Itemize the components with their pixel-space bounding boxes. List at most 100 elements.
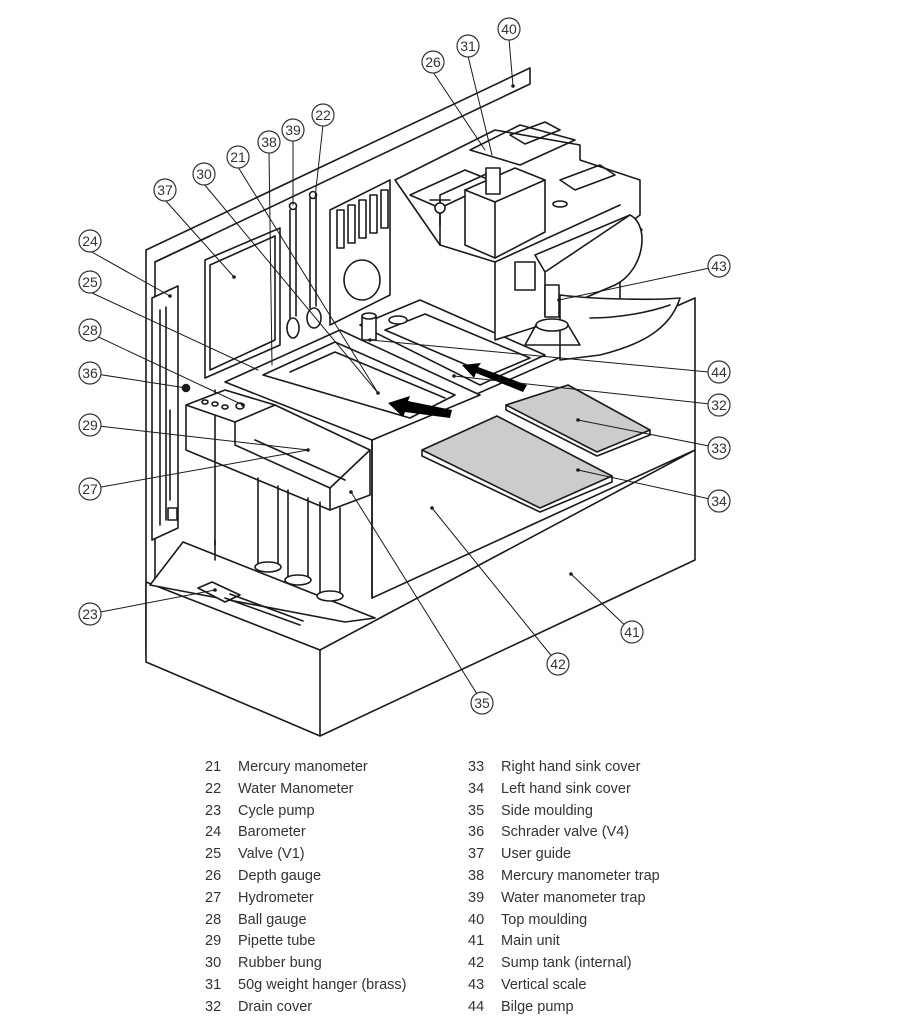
legend-item: 43 Vertical scale [468, 975, 728, 997]
legend-item: 31 50g weight hanger (brass) [205, 975, 465, 997]
side-moulding-box [185, 389, 371, 511]
legend-number: 30 [205, 955, 222, 972]
legend-item: 30 Rubber bung [205, 953, 465, 975]
legend-number: 38 [468, 867, 485, 884]
legend-item: 41 Main unit [468, 931, 728, 953]
callout-37: 37 [157, 182, 173, 198]
legend-label: Side moulding [501, 802, 593, 819]
callout-29: 29 [82, 417, 98, 433]
apparatus-drawing: 21 22 23 24 25 26 27 28 29 30 31 32 33 3… [78, 17, 731, 737]
legend-number: 27 [205, 889, 222, 906]
leader-lines [89, 38, 720, 703]
legend-item: 27 Hydrometer [205, 888, 465, 910]
legend-column-left: 21 Mercury manometer 22 Water Manometer 23… [205, 757, 465, 1019]
tube-rack [329, 179, 391, 326]
legend-item: 26 Depth gauge [205, 866, 465, 888]
callout-39: 39 [285, 122, 301, 138]
callout-24: 24 [82, 233, 98, 249]
callout-36: 36 [82, 365, 98, 381]
callout-33: 33 [711, 440, 727, 456]
legend-number: 43 [468, 976, 485, 993]
base-plinth [145, 449, 696, 737]
callout-27: 27 [82, 481, 98, 497]
bilge-pump-assembly [514, 214, 681, 361]
legend-label: User guide [501, 846, 572, 863]
legend-item: 35 Side moulding [468, 801, 728, 823]
callout-35: 35 [474, 695, 490, 711]
legend-number: 39 [468, 889, 485, 906]
sink-right [359, 299, 546, 386]
callout-34: 34 [711, 493, 727, 509]
legend-label: Cycle pump [238, 802, 315, 819]
legend-item: 22 Water Manometer [205, 779, 465, 801]
legend-label: Water Manometer [238, 780, 354, 797]
user-guide-board [204, 227, 281, 379]
legend-item: 39 Water manometer trap [468, 888, 728, 910]
legend-number: 28 [205, 911, 222, 928]
support-pillars [254, 477, 344, 602]
direction-arrows [388, 363, 527, 418]
callout-21: 21 [230, 149, 246, 165]
cycle-pump [197, 581, 304, 626]
legend-number: 24 [205, 824, 222, 841]
callout-numbers: 21 22 23 24 25 26 27 28 29 30 31 32 33 3… [82, 21, 727, 711]
callout-38: 38 [261, 134, 277, 150]
legend-item: 21 Mercury manometer [205, 757, 465, 779]
legend-label: Top moulding [501, 911, 588, 928]
depth-gauge-block [429, 167, 568, 259]
legend-number: 36 [468, 824, 485, 841]
callout-40: 40 [501, 21, 517, 37]
callout-31: 31 [460, 38, 476, 54]
legend-number: 37 [468, 846, 485, 863]
callout-28: 28 [82, 322, 98, 338]
legend-item: 44 Bilge pump [468, 997, 728, 1019]
legend-label: Right hand sink cover [501, 759, 641, 775]
callout-26: 26 [425, 54, 441, 70]
callout-markers [78, 17, 731, 715]
apparatus-diagram: 21 22 23 24 25 26 27 28 29 30 31 32 33 3… [78, 17, 731, 737]
barometer [151, 285, 191, 541]
legend-number: 25 [205, 846, 222, 863]
legend-label: Vertical scale [501, 976, 587, 993]
legend-label: Main unit [501, 933, 560, 950]
legend-item: 40 Top moulding [468, 910, 728, 932]
callout-30: 30 [196, 166, 212, 182]
legend-label: Water manometer trap [501, 889, 646, 906]
legend-label: Ball gauge [238, 911, 307, 928]
legend-number: 21 [205, 759, 222, 775]
legend-number: 33 [468, 759, 485, 775]
legend-number: 22 [205, 780, 222, 797]
legend-label: Drain cover [238, 998, 313, 1015]
legend-item: 23 Cycle pump [205, 801, 465, 823]
callout-41: 41 [624, 624, 640, 640]
callout-42: 42 [550, 656, 566, 672]
legend-number: 41 [468, 933, 485, 950]
callout-22: 22 [315, 107, 331, 123]
legend-number: 23 [205, 802, 222, 819]
legend-number: 29 [205, 933, 222, 950]
legend-number: 44 [468, 998, 485, 1015]
legend-label: Depth gauge [238, 867, 322, 884]
legend-number: 32 [205, 998, 222, 1015]
legend-label: Bilge pump [501, 998, 574, 1015]
legend-label: Mercury manometer [238, 759, 368, 775]
legend-label: 50g weight hanger (brass) [238, 976, 407, 993]
legend-number: 26 [205, 867, 222, 884]
legend-number: 31 [205, 976, 222, 993]
legend-label: Valve (V1) [238, 846, 305, 863]
legend-label: Hydrometer [238, 889, 314, 906]
callout-32: 32 [711, 397, 727, 413]
legend-number: 35 [468, 802, 485, 819]
legend-label: Rubber bung [238, 955, 322, 972]
legend-number: 40 [468, 911, 485, 928]
callout-43: 43 [711, 258, 727, 274]
legend-item: 33 Right hand sink cover [468, 757, 728, 779]
callout-23: 23 [82, 606, 98, 622]
manometer-poles [286, 190, 322, 339]
